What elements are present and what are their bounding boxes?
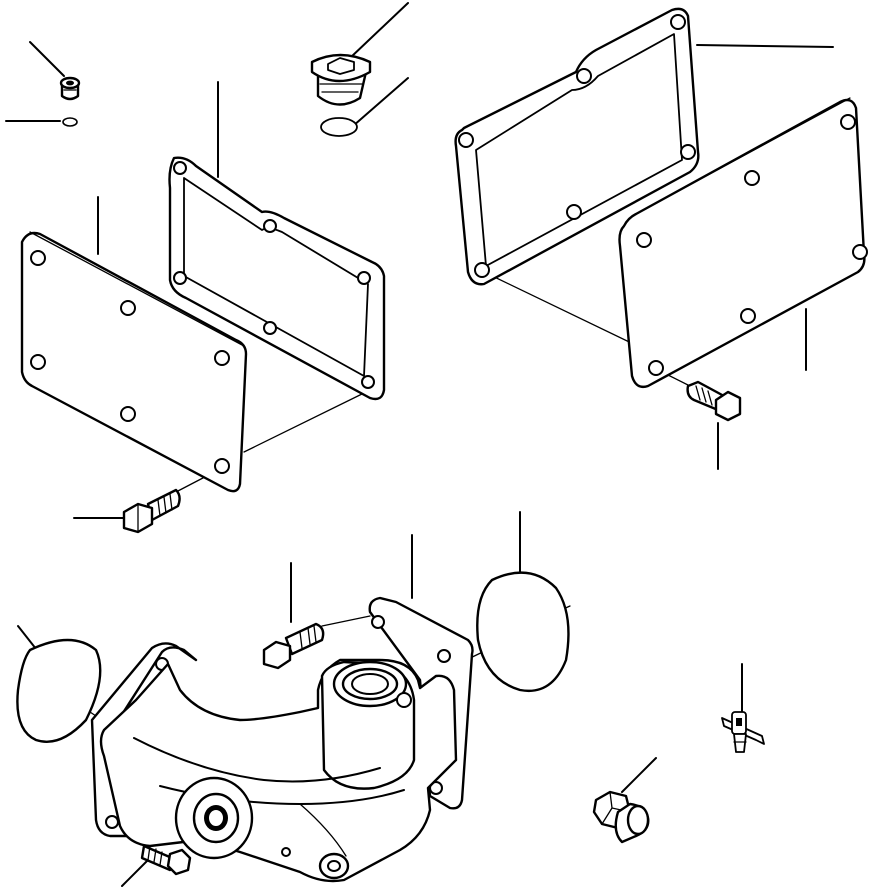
bolt-left-cover <box>122 488 181 534</box>
cover-plate-right <box>618 97 868 389</box>
cover-gasket-left <box>168 156 386 401</box>
o-ring-small <box>62 117 78 127</box>
leader-hex-socket-plug <box>349 2 409 59</box>
round-gasket-right <box>476 571 570 693</box>
hex-socket-plug <box>310 53 372 106</box>
leader-gasket-ring <box>352 77 409 127</box>
cover-plate-left <box>20 231 248 493</box>
bolt-housing-bottom <box>140 844 192 876</box>
leader-hex-plug-large <box>621 757 657 793</box>
leader-cover-gasket-right <box>696 44 834 48</box>
leader-drain-plug-small <box>29 41 65 77</box>
cover-gasket-right <box>454 7 700 286</box>
drain-plug-small <box>59 76 81 101</box>
leader-bolt-housing-bottom <box>121 859 149 887</box>
gasket-ring <box>320 117 358 137</box>
bolt-housing-top <box>262 622 325 670</box>
align-plate-to-gasket-left <box>243 392 365 453</box>
align-gasket-to-plate-right <box>483 271 651 353</box>
bolt-right-cover <box>686 380 742 422</box>
align-bolt-to-flange <box>321 615 371 627</box>
elbow-housing <box>90 596 474 883</box>
hex-plug-large <box>592 790 650 844</box>
round-gasket-left <box>16 638 102 743</box>
sensor-fitting <box>721 711 765 753</box>
